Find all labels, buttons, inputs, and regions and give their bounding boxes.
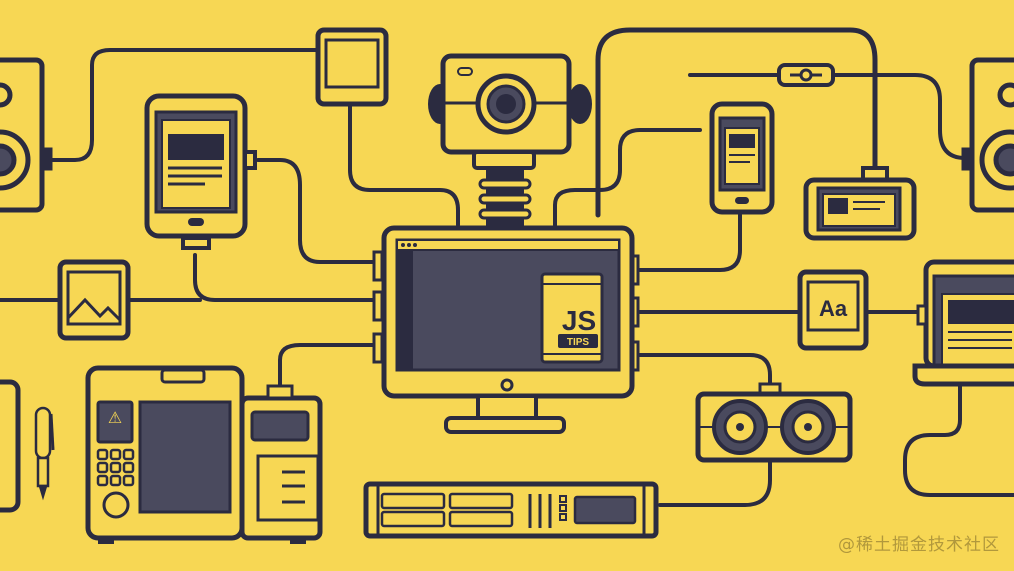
camera-icon: [428, 53, 592, 226]
laptop-icon: [912, 259, 1014, 387]
speaker-left-icon: [0, 57, 53, 213]
watermark: @稀土掘金技术社区: [838, 535, 1000, 555]
tablet-left-icon: [144, 93, 257, 250]
font-card-label: Aa: [819, 296, 848, 321]
image-card-icon: [57, 259, 131, 341]
document-edge-icon: [0, 379, 21, 513]
frame-icon: [315, 27, 389, 107]
rack-unit-icon: [363, 481, 659, 539]
warning-icon: ⚠: [108, 408, 122, 427]
tips-badge-text: TIPS: [567, 337, 590, 348]
keypad-icon: [96, 448, 135, 487]
speaker-right-icon: [961, 57, 1014, 213]
phone-portrait-icon: [709, 101, 775, 215]
fan-unit-icon: [695, 382, 853, 463]
phone-landscape-icon: [803, 166, 917, 241]
printer-device-icon: [85, 365, 323, 544]
monitor-icon: [372, 225, 640, 434]
switch-icon: [777, 63, 835, 87]
font-card-icon: [797, 269, 869, 351]
js-badge-text: JS: [562, 305, 596, 336]
pen-icon: [34, 406, 55, 501]
